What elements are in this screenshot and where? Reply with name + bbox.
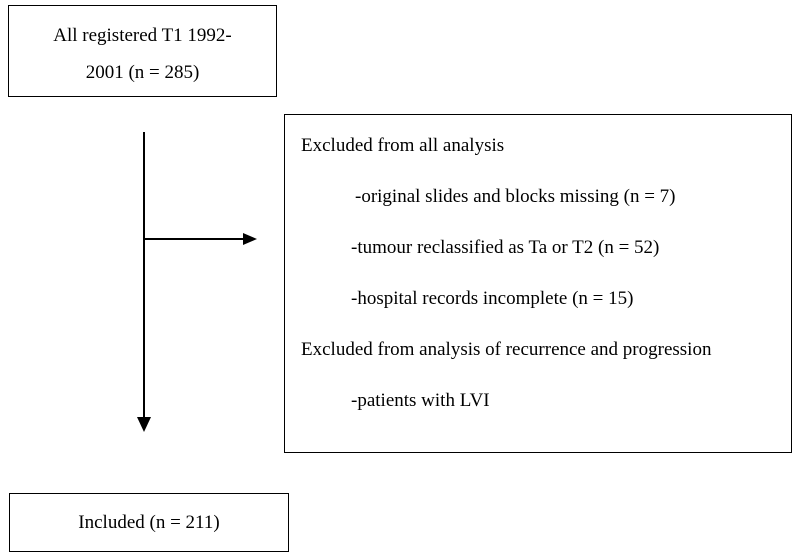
excluded-item-lvi: -patients with LVI [351,390,490,411]
registered-box: All registered T1 1992- 2001 (n = 285) [8,5,277,97]
included-box: Included (n = 211) [9,493,289,552]
excluded-all-heading: Excluded from all analysis [301,135,505,156]
registered-label-line-1: All registered T1 1992- [53,25,232,46]
excluded-item-records-incomplete: -hospital records incomplete (n = 15) [351,288,634,309]
excluded-recurrence-heading: Excluded from analysis of recurrence and… [301,339,712,360]
excluded-item-slides-missing: -original slides and blocks missing (n =… [355,186,676,207]
included-label: Included (n = 211) [78,512,220,533]
right-arrowhead [243,233,257,245]
registered-label-line-2: 2001 (n = 285) [85,62,200,83]
excluded-box: Excluded from all analysis -original sli… [284,114,792,453]
down-arrowhead [137,417,151,432]
excluded-item-reclassified: -tumour reclassified as Ta or T2 (n = 52… [351,237,660,258]
